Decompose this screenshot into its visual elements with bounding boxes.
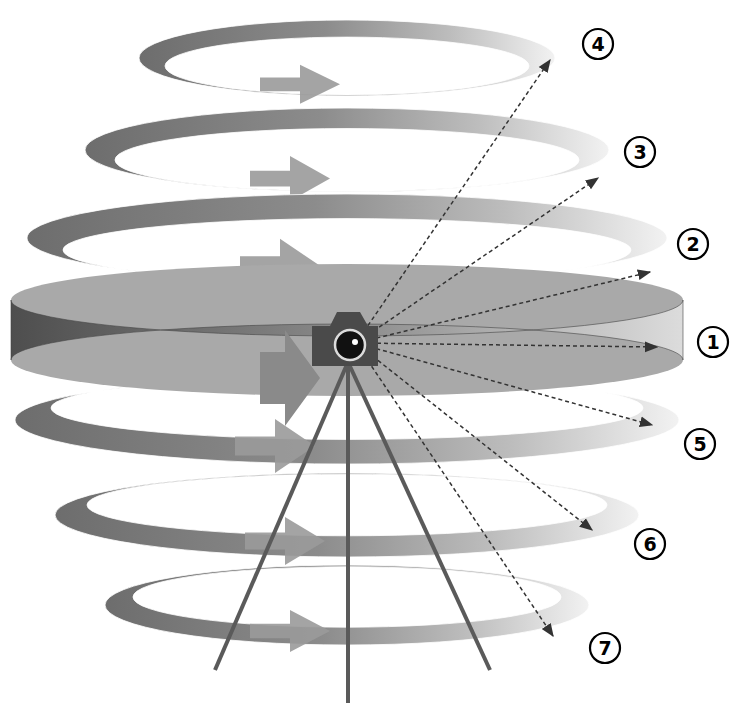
callout-circle <box>625 137 655 167</box>
view-ray <box>356 343 652 425</box>
callout-circle <box>583 29 613 59</box>
view-ray <box>356 343 553 636</box>
view-ray <box>356 60 550 343</box>
camera <box>312 312 378 366</box>
view-ray <box>356 178 598 343</box>
callout-number: 1 <box>706 333 719 352</box>
callout-circle <box>698 327 728 357</box>
callout-number: 2 <box>686 235 699 254</box>
view-ray <box>356 343 592 530</box>
callout-number: 4 <box>591 35 604 54</box>
callout-number: 7 <box>598 639 611 658</box>
callout-circle <box>590 633 620 663</box>
view-ray <box>356 272 650 343</box>
callout-circle <box>678 229 708 259</box>
callout-circle <box>685 429 715 459</box>
callout-circles <box>583 29 728 663</box>
tripod <box>215 362 490 703</box>
callout-number: 5 <box>693 435 706 454</box>
view-directions <box>356 60 657 636</box>
callout-circle <box>635 529 665 559</box>
callout-number: 3 <box>633 143 646 162</box>
callout-number: 6 <box>643 535 656 554</box>
view-ray <box>356 343 657 347</box>
